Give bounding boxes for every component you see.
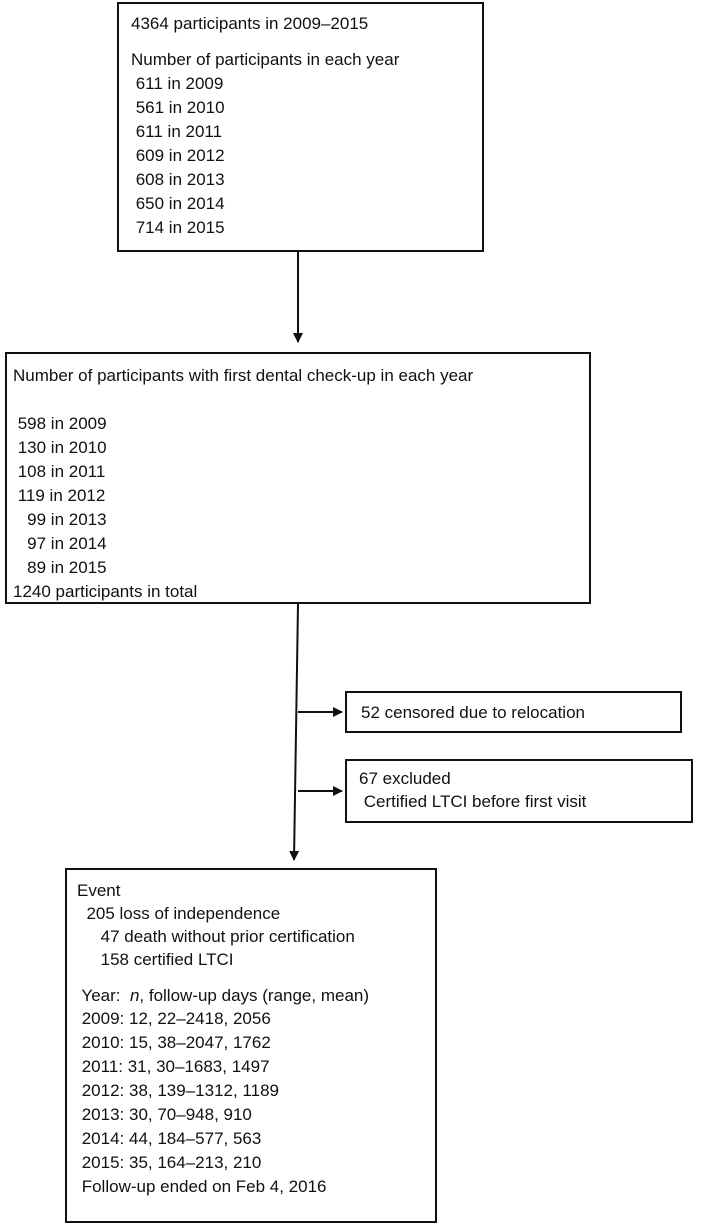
year-count-line: 561 in 2010 bbox=[131, 98, 225, 117]
participants-box: 4364 participants in 2009–2015 Number of… bbox=[117, 2, 484, 252]
followup-year-line: 2015: 35, 164–213, 210 bbox=[77, 1153, 262, 1172]
year-count-line: 714 in 2015 bbox=[131, 218, 225, 237]
excluded-box: 67 excluded Certified LTCI before first … bbox=[345, 759, 693, 823]
checkup-total: 1240 participants in total bbox=[13, 582, 198, 601]
arrow-box2-to-box5 bbox=[289, 603, 300, 861]
checkup-year-line: 119 in 2012 bbox=[13, 486, 106, 505]
year-header-suffix: , follow-up days (range, mean) bbox=[139, 986, 370, 1005]
year-count-line: 611 in 2011 bbox=[131, 122, 223, 141]
excluded-reason: Certified LTCI before first visit bbox=[359, 792, 587, 811]
followup-year-line: 2013: 30, 70–948, 910 bbox=[77, 1105, 252, 1124]
followup-year-line: 2010: 15, 38–2047, 1762 bbox=[77, 1033, 271, 1052]
followup-end-note: Follow-up ended on Feb 4, 2016 bbox=[77, 1177, 327, 1196]
followup-year-line: 2009: 12, 22–2418, 2056 bbox=[77, 1009, 271, 1028]
excluded-count: 67 excluded bbox=[359, 769, 451, 788]
followup-year-line: 2011: 31, 30–1683, 1497 bbox=[77, 1057, 270, 1076]
participants-subtitle: Number of participants in each year bbox=[131, 50, 400, 69]
first-checkup-title: Number of participants with first dental… bbox=[13, 366, 474, 385]
year-count-line: 650 in 2014 bbox=[131, 194, 225, 213]
year-count-line: 609 in 2012 bbox=[131, 146, 225, 165]
year-header-n: n bbox=[129, 986, 140, 1005]
event-line: 158 certified LTCI bbox=[77, 950, 234, 969]
event-label: Event bbox=[77, 881, 121, 900]
year-header: Year: n, follow-up days (range, mean) bbox=[77, 984, 369, 1008]
year-count-line: 611 in 2009 bbox=[131, 74, 224, 93]
event-line: 205 loss of independence bbox=[77, 904, 281, 923]
followup-year-line: 2014: 44, 184–577, 563 bbox=[77, 1129, 262, 1148]
year-count-line: 608 in 2013 bbox=[131, 170, 225, 189]
checkup-year-line: 598 in 2009 bbox=[13, 414, 107, 433]
first-checkup-box: Number of participants with first dental… bbox=[5, 352, 591, 604]
followup-year-line: 2012: 38, 139–1312, 1189 bbox=[77, 1081, 279, 1100]
checkup-year-line: 108 in 2011 bbox=[13, 462, 106, 481]
censored-text: 52 censored due to relocation bbox=[361, 703, 585, 722]
event-box: Event 205 loss of independence 47 death … bbox=[65, 868, 437, 1223]
event-line: 47 death without prior certification bbox=[77, 927, 355, 946]
checkup-year-line: 89 in 2015 bbox=[13, 558, 107, 577]
checkup-year-line: 99 in 2013 bbox=[13, 510, 107, 529]
checkup-year-line: 97 in 2014 bbox=[13, 534, 107, 553]
checkup-year-line: 130 in 2010 bbox=[13, 438, 107, 457]
participants-title: 4364 participants in 2009–2015 bbox=[131, 14, 369, 33]
censored-box: 52 censored due to relocation bbox=[345, 691, 682, 733]
year-header-prefix: Year: bbox=[77, 986, 130, 1005]
